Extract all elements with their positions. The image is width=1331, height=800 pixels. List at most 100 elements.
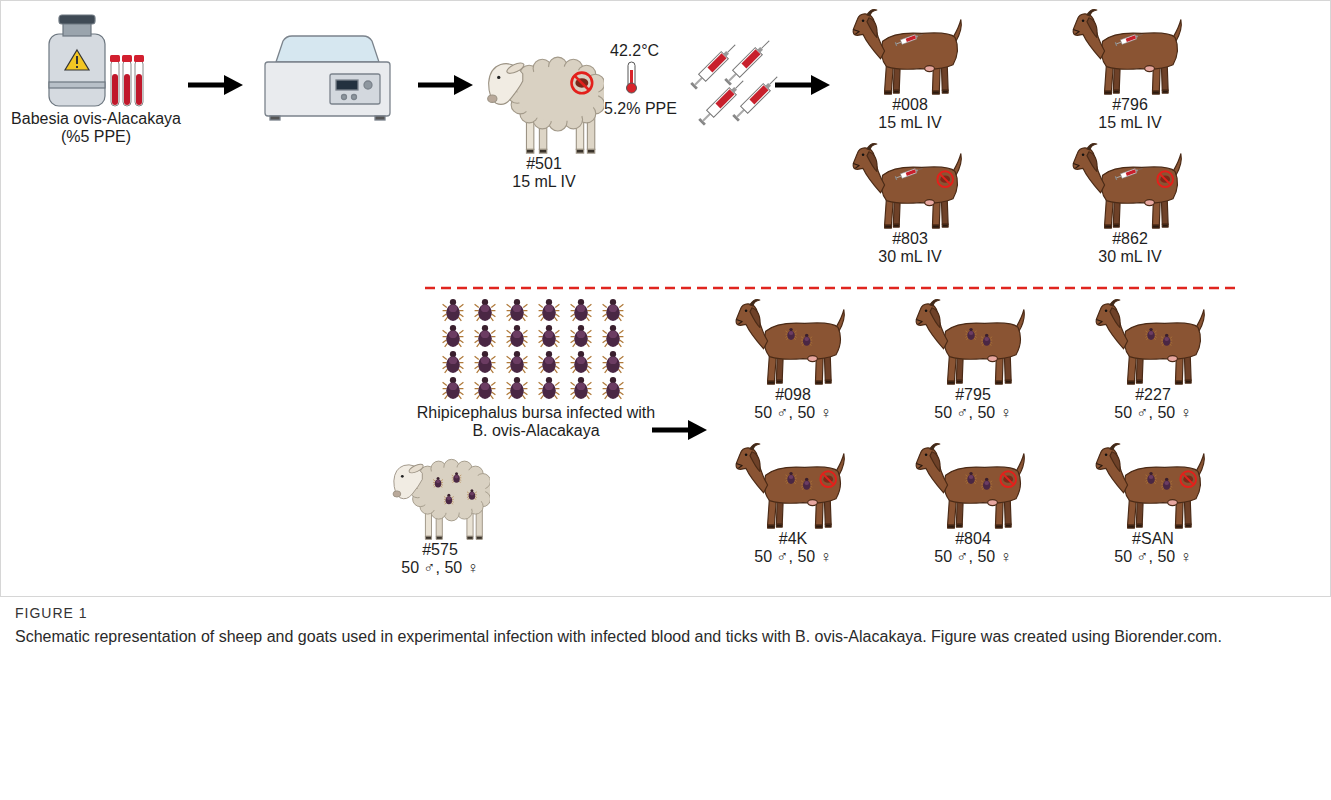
tick-group-node: Rhipicephalus bursa infected with B. ovi… xyxy=(416,296,656,440)
tick-icon xyxy=(785,472,796,484)
prohibition-symbol xyxy=(1157,171,1173,187)
tick-icon xyxy=(507,377,528,399)
flow-arrow xyxy=(418,83,456,88)
figure-caption: Schematic representation of sheep and go… xyxy=(15,626,1315,648)
water-bath xyxy=(330,74,380,104)
tick-icon xyxy=(1161,478,1172,490)
tick-icon xyxy=(443,377,464,399)
node-label: 15 mL IV xyxy=(512,173,575,191)
tick-icon xyxy=(444,494,454,505)
prohibition-symbol xyxy=(572,73,593,94)
goat-node: #79550 ♂, 50 ♀ xyxy=(908,298,1038,422)
flow-arrow xyxy=(652,428,690,433)
syringe-icon xyxy=(1114,32,1143,47)
node-label: #227 xyxy=(1135,386,1171,404)
goat-node: #79615 mL IV xyxy=(1065,8,1195,132)
tick-icon xyxy=(475,377,496,399)
tick-icon xyxy=(603,351,624,373)
tick-icon xyxy=(539,299,560,321)
goat-node: #22750 ♂, 50 ♀ xyxy=(1088,298,1218,422)
node-label: #501 xyxy=(526,155,562,173)
sheep-illustration xyxy=(484,46,604,155)
goat-illustration xyxy=(1071,8,1189,96)
tick-icon xyxy=(475,325,496,347)
water-bath xyxy=(270,116,280,120)
water-bath xyxy=(265,62,390,116)
syringe-icon xyxy=(894,32,923,47)
goat-node: #80450 ♂, 50 ♀ xyxy=(908,442,1038,566)
water-bath xyxy=(342,95,347,100)
prohibition-symbol xyxy=(1000,471,1016,487)
syringes xyxy=(689,41,738,90)
node-label: 30 mL IV xyxy=(1098,248,1161,266)
node-label: Babesia ovis-Alacakaya xyxy=(11,110,181,128)
syringes xyxy=(731,73,780,122)
flow-arrow xyxy=(188,75,830,440)
goat-illustration xyxy=(851,142,969,230)
node-label: 15 mL IV xyxy=(878,114,941,132)
sheep-node: #57550 ♂, 50 ♀ xyxy=(385,450,495,577)
goat-illustration xyxy=(734,442,852,530)
tick-icon xyxy=(539,351,560,373)
goat-illustration xyxy=(734,298,852,386)
goat-figure xyxy=(1073,144,1181,229)
water-bath xyxy=(265,36,390,120)
sheep-illustration xyxy=(390,450,490,541)
tank-figure xyxy=(49,15,144,106)
node-label: #SAN xyxy=(1132,530,1174,548)
goat-node: #4K50 ♂, 50 ♀ xyxy=(728,442,858,566)
node-label: 50 ♂, 50 ♀ xyxy=(934,548,1011,566)
syringe-icon xyxy=(1114,166,1143,181)
sheep-figure xyxy=(488,57,604,153)
goat-illustration xyxy=(1094,298,1212,386)
tick-icon xyxy=(981,334,992,346)
node-label: 50 ♂, 50 ♀ xyxy=(754,548,831,566)
tick-icon xyxy=(452,472,462,483)
flow-arrow xyxy=(454,75,473,95)
sheep-node: #50115 mL IV xyxy=(478,46,610,191)
syringes xyxy=(689,37,780,126)
tick-icon xyxy=(603,377,624,399)
syringe-icon xyxy=(894,166,923,181)
tick-icon xyxy=(443,351,464,373)
node-label: #796 xyxy=(1112,96,1148,114)
water-bath xyxy=(336,80,358,90)
tick-icon xyxy=(801,334,812,346)
tick-icon xyxy=(603,299,624,321)
tick-icon xyxy=(443,299,464,321)
node-label: #098 xyxy=(775,386,811,404)
node-label: 50 ♂, 50 ♀ xyxy=(1114,404,1191,422)
node-label: 50 ♂, 50 ♀ xyxy=(401,559,478,577)
tick-icon xyxy=(571,325,592,347)
flow-arrow xyxy=(224,75,243,95)
sheep-figure xyxy=(393,459,490,539)
goat-illustration xyxy=(914,442,1032,530)
sample-vial-node: Babesia ovis-Alacakaya(%5 PPE) xyxy=(7,12,185,146)
tick-icon xyxy=(475,351,496,373)
prohibition-symbol xyxy=(1180,471,1196,487)
node-label: #803 xyxy=(892,230,928,248)
parasitemia-label: 5.2% PPE xyxy=(604,100,677,118)
tick-icon xyxy=(571,299,592,321)
goat-figure xyxy=(853,144,961,229)
goat-figure xyxy=(736,444,844,529)
tick-icon xyxy=(467,489,477,500)
node-label: #575 xyxy=(422,541,458,559)
water-bath xyxy=(352,95,357,100)
goat-illustration xyxy=(851,8,969,96)
node-label: 30 mL IV xyxy=(878,248,941,266)
ticks-illustration xyxy=(436,296,636,404)
tick-icon xyxy=(571,377,592,399)
tick-icon xyxy=(507,351,528,373)
node-label: #795 xyxy=(955,386,991,404)
goat-illustration xyxy=(914,298,1032,386)
tick-icon xyxy=(539,377,560,399)
goat-node: #80330 mL IV xyxy=(845,142,975,266)
flow-arrow xyxy=(688,420,707,440)
goat-figure xyxy=(1073,10,1181,95)
flow-arrow xyxy=(775,83,813,88)
syringes xyxy=(723,37,772,86)
node-label: Rhipicephalus bursa infected with B. ovi… xyxy=(416,404,656,440)
goat-node: #09850 ♂, 50 ♀ xyxy=(728,298,858,422)
